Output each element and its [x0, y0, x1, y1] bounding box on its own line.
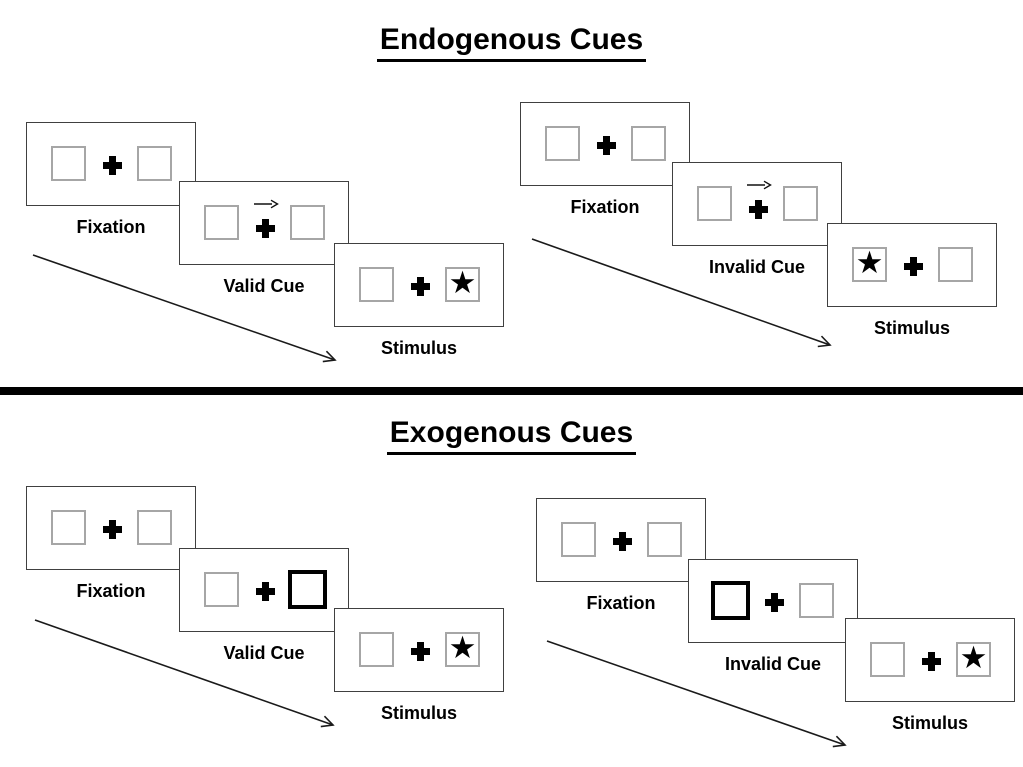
invalid-cue-label: Invalid Cue	[724, 654, 822, 674]
stimulus-panel: ★	[845, 618, 1015, 702]
fixation-panel	[536, 498, 706, 582]
fixation-cross-icon	[922, 652, 941, 671]
trial-timeline-arrow	[34, 619, 335, 728]
fixation-panel	[520, 102, 690, 186]
left-placeholder-box	[545, 126, 580, 161]
right-placeholder-box	[137, 510, 172, 545]
fixation-label: Fixation	[76, 581, 146, 601]
fixation-cross-icon	[256, 582, 275, 601]
fixation-cross-icon	[749, 200, 768, 219]
fixation-cross-icon	[103, 156, 122, 175]
fixation-label: Fixation	[76, 217, 146, 237]
stimulus-panel: ★	[827, 223, 997, 307]
left-placeholder-box	[204, 205, 239, 240]
fixation-cross-icon	[597, 136, 616, 155]
left-placeholder-box	[204, 572, 239, 607]
cue-highlight-box	[711, 581, 750, 620]
right-placeholder-box	[783, 186, 818, 221]
left-placeholder-box	[51, 510, 86, 545]
stimulus-panel: ★	[334, 243, 504, 327]
left-placeholder-box: ★	[852, 247, 887, 282]
trial-timeline-arrow	[32, 254, 337, 363]
target-star-icon: ★	[448, 265, 477, 301]
left-placeholder-box	[51, 146, 86, 181]
fixation-cross-icon	[613, 532, 632, 551]
fixation-cross-icon	[765, 593, 784, 612]
fixation-cross-icon	[256, 219, 275, 238]
valid-cue-label: Valid Cue	[223, 276, 305, 296]
section-divider	[0, 387, 1023, 395]
invalid-cue-label: Invalid Cue	[708, 257, 806, 277]
fixation-cross-icon	[904, 257, 923, 276]
target-star-icon: ★	[959, 640, 988, 676]
right-placeholder-box: ★	[445, 632, 480, 667]
stimulus-label: Stimulus	[380, 338, 457, 358]
left-placeholder-box	[697, 186, 732, 221]
stimulus-label: Stimulus	[891, 713, 968, 733]
cue-highlight-box	[288, 570, 327, 609]
cue-direction-arrow-icon	[747, 180, 772, 190]
fixation-label: Fixation	[570, 197, 640, 217]
left-placeholder-box	[359, 632, 394, 667]
invalid-cue-panel	[688, 559, 858, 643]
left-placeholder-box	[561, 522, 596, 557]
fixation-panel	[26, 486, 196, 570]
stimulus-panel: ★	[334, 608, 504, 692]
endogenous-title-text: Endogenous Cues	[376, 23, 647, 62]
right-placeholder-box	[137, 146, 172, 181]
valid-cue-label: Valid Cue	[223, 643, 305, 663]
right-placeholder-box	[647, 522, 682, 557]
endogenous-section-title: Endogenous Cues	[0, 23, 1023, 62]
fixation-label: Fixation	[586, 593, 656, 613]
invalid-cue-panel	[672, 162, 842, 246]
target-star-icon: ★	[855, 245, 884, 281]
exogenous-title-text: Exogenous Cues	[386, 416, 637, 455]
fixation-cross-icon	[411, 642, 430, 661]
trial-timeline-arrow	[531, 238, 832, 348]
right-placeholder-box	[631, 126, 666, 161]
fixation-cross-icon	[411, 277, 430, 296]
target-star-icon: ★	[448, 630, 477, 666]
valid-cue-panel	[179, 548, 349, 632]
stimulus-label: Stimulus	[873, 318, 950, 338]
valid-cue-panel	[179, 181, 349, 265]
right-placeholder-box	[290, 205, 325, 240]
left-placeholder-box	[870, 642, 905, 677]
trial-timeline-arrow	[546, 640, 847, 748]
fixation-panel	[26, 122, 196, 206]
right-placeholder-box: ★	[956, 642, 991, 677]
right-placeholder-box	[938, 247, 973, 282]
fixation-cross-icon	[103, 520, 122, 539]
right-placeholder-box: ★	[445, 267, 480, 302]
right-placeholder-box	[799, 583, 834, 618]
stimulus-label: Stimulus	[380, 703, 457, 723]
cue-direction-arrow-icon	[254, 199, 279, 209]
left-placeholder-box	[359, 267, 394, 302]
exogenous-section-title: Exogenous Cues	[0, 416, 1023, 455]
